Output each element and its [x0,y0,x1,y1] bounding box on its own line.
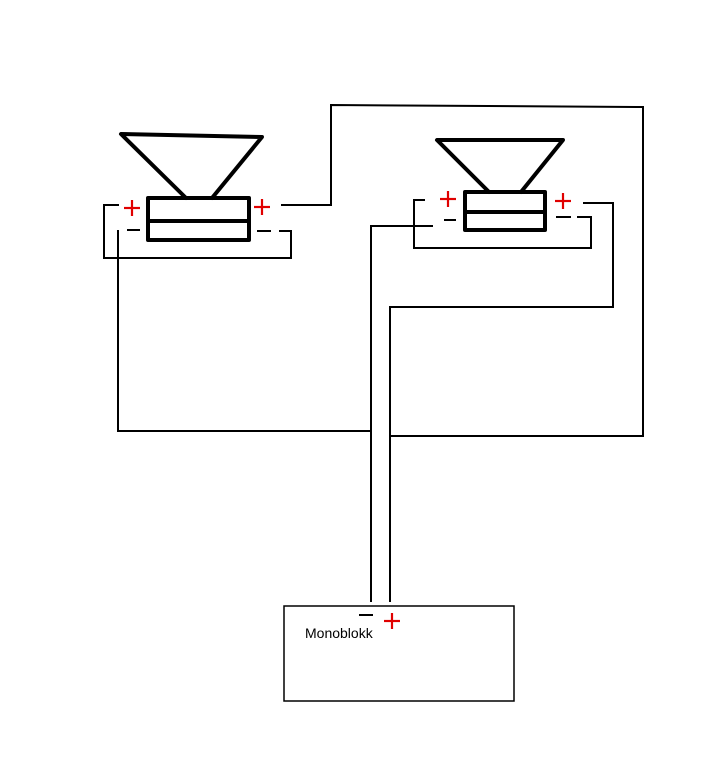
speaker-1-plus-left-icon [124,200,140,216]
speaker-1-plus-right-icon [254,199,270,215]
speaker-1 [119,132,297,242]
speaker-2-plus-right-icon [555,193,571,209]
speaker-1-cone-icon [119,132,264,200]
amplifier-plus-terminal-icon [384,613,400,629]
speaker-1-positive-wire [295,103,644,437]
speaker-2 [417,138,599,232]
amplifier-label: Monoblokk [305,625,374,641]
speaker-1-negative-wire [117,230,372,432]
speaker-2-jumper-wire [413,199,592,249]
speaker-1-jumper-wire [103,204,292,259]
speaker-1-magnet [146,196,251,242]
speaker-2-plus-left-icon [440,191,456,207]
speaker-2-negative-wire [370,225,433,602]
amplifier: Monoblokk [283,605,515,702]
speaker-2-positive-wire [389,202,614,602]
speaker-2-magnet [463,190,547,232]
speaker-2-cone-icon [435,138,565,194]
amplifier-box [283,605,515,702]
wiring [103,103,644,602]
